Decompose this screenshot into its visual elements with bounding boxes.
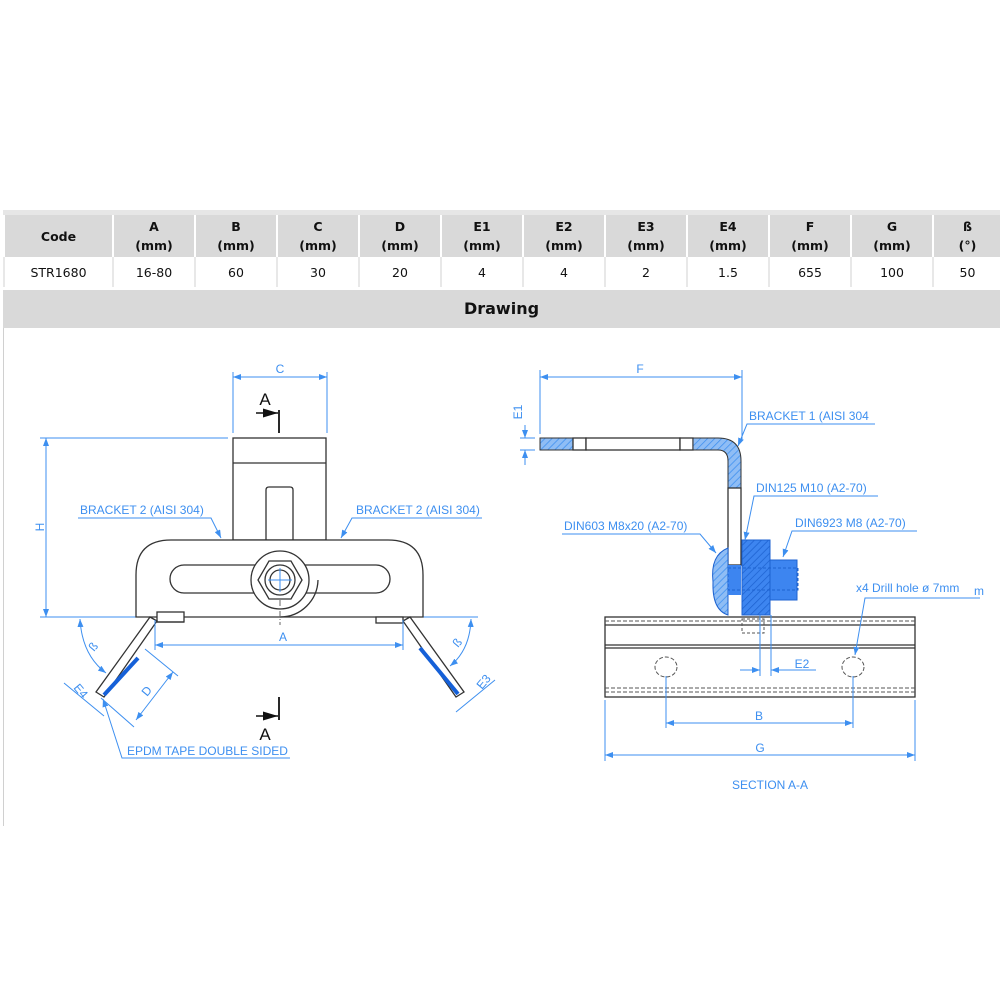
header-unit: (mm) — [217, 238, 255, 253]
dim-a-label: A — [279, 630, 287, 644]
din125-washer — [741, 539, 771, 616]
drill-hole-right — [841, 656, 865, 678]
header-unit: (mm) — [873, 238, 911, 253]
header-name: G — [886, 219, 898, 234]
bracket2-right-label: BRACKET 2 (AISI 304) — [356, 503, 480, 517]
table-cell: 30 — [276, 257, 359, 287]
dim-d-line — [135, 671, 174, 721]
header-unit: (mm) — [709, 238, 747, 253]
bracket2-left-label: BRACKET 2 (AISI 304) — [80, 503, 204, 517]
din603-label: DIN603 M8x20 (A2-70) — [564, 519, 687, 533]
table-cell: 16-80 — [112, 257, 195, 287]
header-name: F — [805, 219, 815, 234]
din6923-nut — [769, 559, 798, 601]
column-header-d: D (mm) — [358, 210, 441, 257]
header-unit: (mm) — [381, 238, 419, 253]
table-cell: 1.5 — [686, 257, 769, 287]
dim-c-label: C — [276, 362, 285, 376]
table-cell: 100 — [850, 257, 933, 287]
header-name: E3 — [637, 219, 655, 234]
header-unit: (°) — [958, 238, 977, 253]
section-view: F E1 E2 B G — [511, 362, 984, 792]
epdm-tape-right — [418, 646, 460, 696]
dim-h-label: H — [33, 523, 47, 532]
left-foot — [95, 616, 158, 698]
epdm-tape-left — [102, 656, 140, 697]
header-name: Code — [40, 228, 77, 244]
header-name: D — [394, 219, 406, 234]
header-unit: (mm) — [545, 238, 583, 253]
dim-e2-label: E2 — [795, 657, 810, 671]
table-cell: STR1680 — [3, 257, 113, 287]
front-view: C A H A ß — [33, 362, 496, 759]
right-foot — [402, 616, 465, 698]
dim-f-label: F — [636, 362, 643, 376]
header-name: E2 — [555, 219, 573, 234]
column-header-ß: ß (°) — [932, 210, 1000, 257]
table-cell: 4 — [440, 257, 523, 287]
dim-b-label: B — [755, 709, 763, 723]
dim-beta-right: ß — [450, 635, 465, 650]
bracket-1 — [692, 437, 742, 489]
dim-e1-label: E1 — [511, 404, 525, 419]
section-mark-bottom: A — [259, 725, 271, 744]
dim-e4-label: E4 — [71, 681, 91, 701]
column-header-b: B (mm) — [194, 210, 277, 257]
header-name: A — [149, 219, 159, 234]
header-unit: (mm) — [135, 238, 173, 253]
column-header-g: G (mm) — [850, 210, 933, 257]
column-header-e3: E3 (mm) — [604, 210, 687, 257]
header-row: Code A (mm) B (mm) C (mm) D (mm) E1 (mm) E2 (mm) E3 (m… — [3, 210, 1000, 257]
header-unit: (mm) — [299, 238, 337, 253]
column-header-a: A (mm) — [112, 210, 195, 257]
bracket1-label: BRACKET 1 (AISI 304 — [749, 409, 869, 423]
column-header-f: F (mm) — [768, 210, 851, 257]
header-unit: (mm) — [463, 238, 501, 253]
epdm-label: EPDM TAPE DOUBLE SIDED — [127, 744, 288, 758]
column-header-e2: E2 (mm) — [522, 210, 605, 257]
column-header-code: Code — [3, 210, 113, 257]
table-cell: 60 — [194, 257, 277, 287]
header-name: C — [313, 219, 323, 234]
table-cell: 20 — [358, 257, 441, 287]
header-name: B — [231, 219, 241, 234]
section-title: SECTION A-A — [732, 778, 808, 792]
header-unit: (mm) — [791, 238, 829, 253]
table-cell: 4 — [522, 257, 605, 287]
drill-hole-left — [654, 656, 678, 678]
table-cell: 655 — [768, 257, 851, 287]
din6923-label: DIN6923 M8 (A2-70) — [795, 516, 906, 530]
din125-label: DIN125 M10 (A2-70) — [756, 481, 867, 495]
header-name: E4 — [719, 219, 737, 234]
header-unit: (mm) — [627, 238, 665, 253]
header-name: E1 — [473, 219, 491, 234]
dim-e3-label: E3 — [474, 671, 494, 691]
frame-border — [3, 328, 4, 826]
drawing-section-title: Drawing — [3, 290, 1000, 328]
dim-d-label: D — [139, 683, 156, 699]
top-block — [232, 437, 327, 541]
column-header-e4: E4 (mm) — [686, 210, 769, 257]
drill-label-clipped: m — [974, 584, 984, 598]
spec-table: Code A (mm) B (mm) C (mm) D (mm) E1 (mm) E2 (mm) E3 (m… — [3, 210, 1000, 287]
column-header-c: C (mm) — [276, 210, 359, 257]
table-cell: 50 — [932, 257, 1000, 287]
header-name: ß — [963, 219, 972, 234]
din603-bolt-head — [712, 547, 729, 616]
column-header-e1: E1 (mm) — [440, 210, 523, 257]
drill-label: x4 Drill hole ø 7mm — [856, 581, 959, 595]
section-mark-top: A — [259, 390, 271, 409]
table-cell: 2 — [604, 257, 687, 287]
dim-g-label: G — [755, 741, 764, 755]
